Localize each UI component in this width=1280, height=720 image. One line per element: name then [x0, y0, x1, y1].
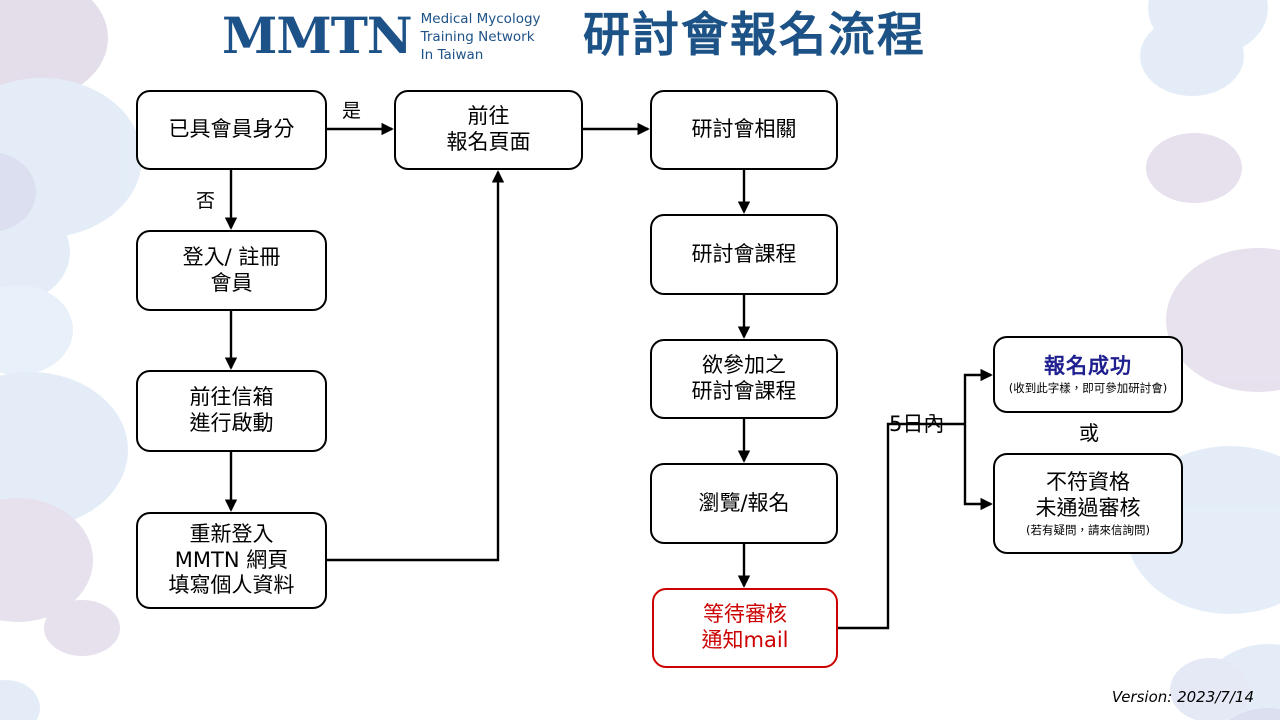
- node-waiting-review-line-1: 等待審核: [703, 602, 787, 627]
- slide-header: MMTN Medical Mycology Training Network I…: [0, 0, 1280, 80]
- edge-label-yes: 是: [342, 100, 362, 122]
- node-browse-signup[interactable]: 瀏覽/報名: [650, 463, 838, 544]
- node-registration-success-title: 報名成功: [1044, 354, 1132, 379]
- node-seminar-course[interactable]: 研討會課程: [650, 214, 838, 295]
- logo-wordmark: MMTN: [222, 6, 413, 66]
- logo-subtitle-line-3: In Taiwan: [420, 46, 484, 63]
- mmtn-logo: MMTN Medical Mycology Training Network I…: [222, 8, 541, 65]
- node-relogin[interactable]: 重新登入 MMTN 網頁 填寫個人資料: [136, 512, 327, 609]
- node-relogin-line-3: 填寫個人資料: [168, 573, 295, 598]
- node-seminar-course-line-1: 研討會課程: [691, 241, 797, 266]
- node-go-signup-page-line-2: 報名頁面: [446, 130, 531, 154]
- logo-subtitle: Medical Mycology Training Network In Tai…: [421, 8, 541, 65]
- node-login-register-line-1: 登入/ 註冊: [182, 244, 281, 269]
- node-desired-course-line-2: 研討會課程: [691, 379, 797, 403]
- node-go-mailbox-line-1: 前往信箱: [189, 385, 274, 410]
- node-registration-success[interactable]: 報名成功 (收到此字樣，即可參加研討會): [993, 336, 1183, 413]
- node-desired-course-line-1: 欲參加之: [702, 353, 786, 378]
- node-desired-course[interactable]: 欲參加之 研討會課程: [650, 339, 838, 419]
- node-waiting-review-line-2: 通知mail: [701, 628, 789, 652]
- node-go-signup-page-line-1: 前往: [467, 104, 510, 129]
- node-registration-rejected-line-2: 未通過審核: [1035, 495, 1141, 520]
- node-registration-success-note: (收到此字樣，即可參加研討會): [1008, 380, 1168, 395]
- node-registration-rejected-line-1: 不符資格: [1046, 470, 1130, 495]
- node-waiting-review[interactable]: 等待審核 通知mail: [652, 588, 838, 668]
- node-go-mailbox[interactable]: 前往信箱 進行啟動: [136, 370, 327, 452]
- node-member-status[interactable]: 已具會員身分: [136, 90, 327, 170]
- node-browse-signup-line-1: 瀏覽/報名: [698, 490, 790, 515]
- node-member-status-line-1: 已具會員身分: [168, 117, 295, 142]
- node-login-register[interactable]: 登入/ 註冊 會員: [136, 230, 327, 311]
- edge-label-within-five-days: 5日內: [889, 412, 945, 436]
- node-relogin-line-2: MMTN 網頁: [174, 547, 289, 572]
- node-seminar-related[interactable]: 研討會相關: [650, 90, 838, 170]
- node-registration-rejected[interactable]: 不符資格 未通過審核 (若有疑問，請來信詢問): [993, 453, 1183, 554]
- logo-subtitle-line-1: Medical Mycology: [420, 11, 541, 27]
- node-go-mailbox-line-2: 進行啟動: [189, 411, 274, 435]
- page-title: 研討會報名流程: [583, 8, 926, 63]
- edge-label-or: 或: [1079, 421, 1099, 445]
- edge-label-no: 否: [196, 190, 216, 212]
- edge-relogin-to-signup: [327, 170, 505, 562]
- node-go-signup-page[interactable]: 前往 報名頁面: [394, 90, 583, 170]
- node-relogin-line-1: 重新登入: [189, 522, 274, 547]
- node-registration-rejected-note: (若有疑問，請來信詢問): [1026, 522, 1150, 537]
- version-stamp: Version: 2023/7/14: [1111, 688, 1254, 706]
- logo-subtitle-line-2: Training Network: [420, 28, 535, 45]
- edge-waiting-to-branch: [838, 422, 965, 630]
- edge-branch-to-success: [963, 368, 993, 424]
- edge-branch-to-rejected: [963, 424, 993, 511]
- node-seminar-related-line-1: 研討會相關: [691, 117, 797, 142]
- node-login-register-line-2: 會員: [210, 270, 253, 295]
